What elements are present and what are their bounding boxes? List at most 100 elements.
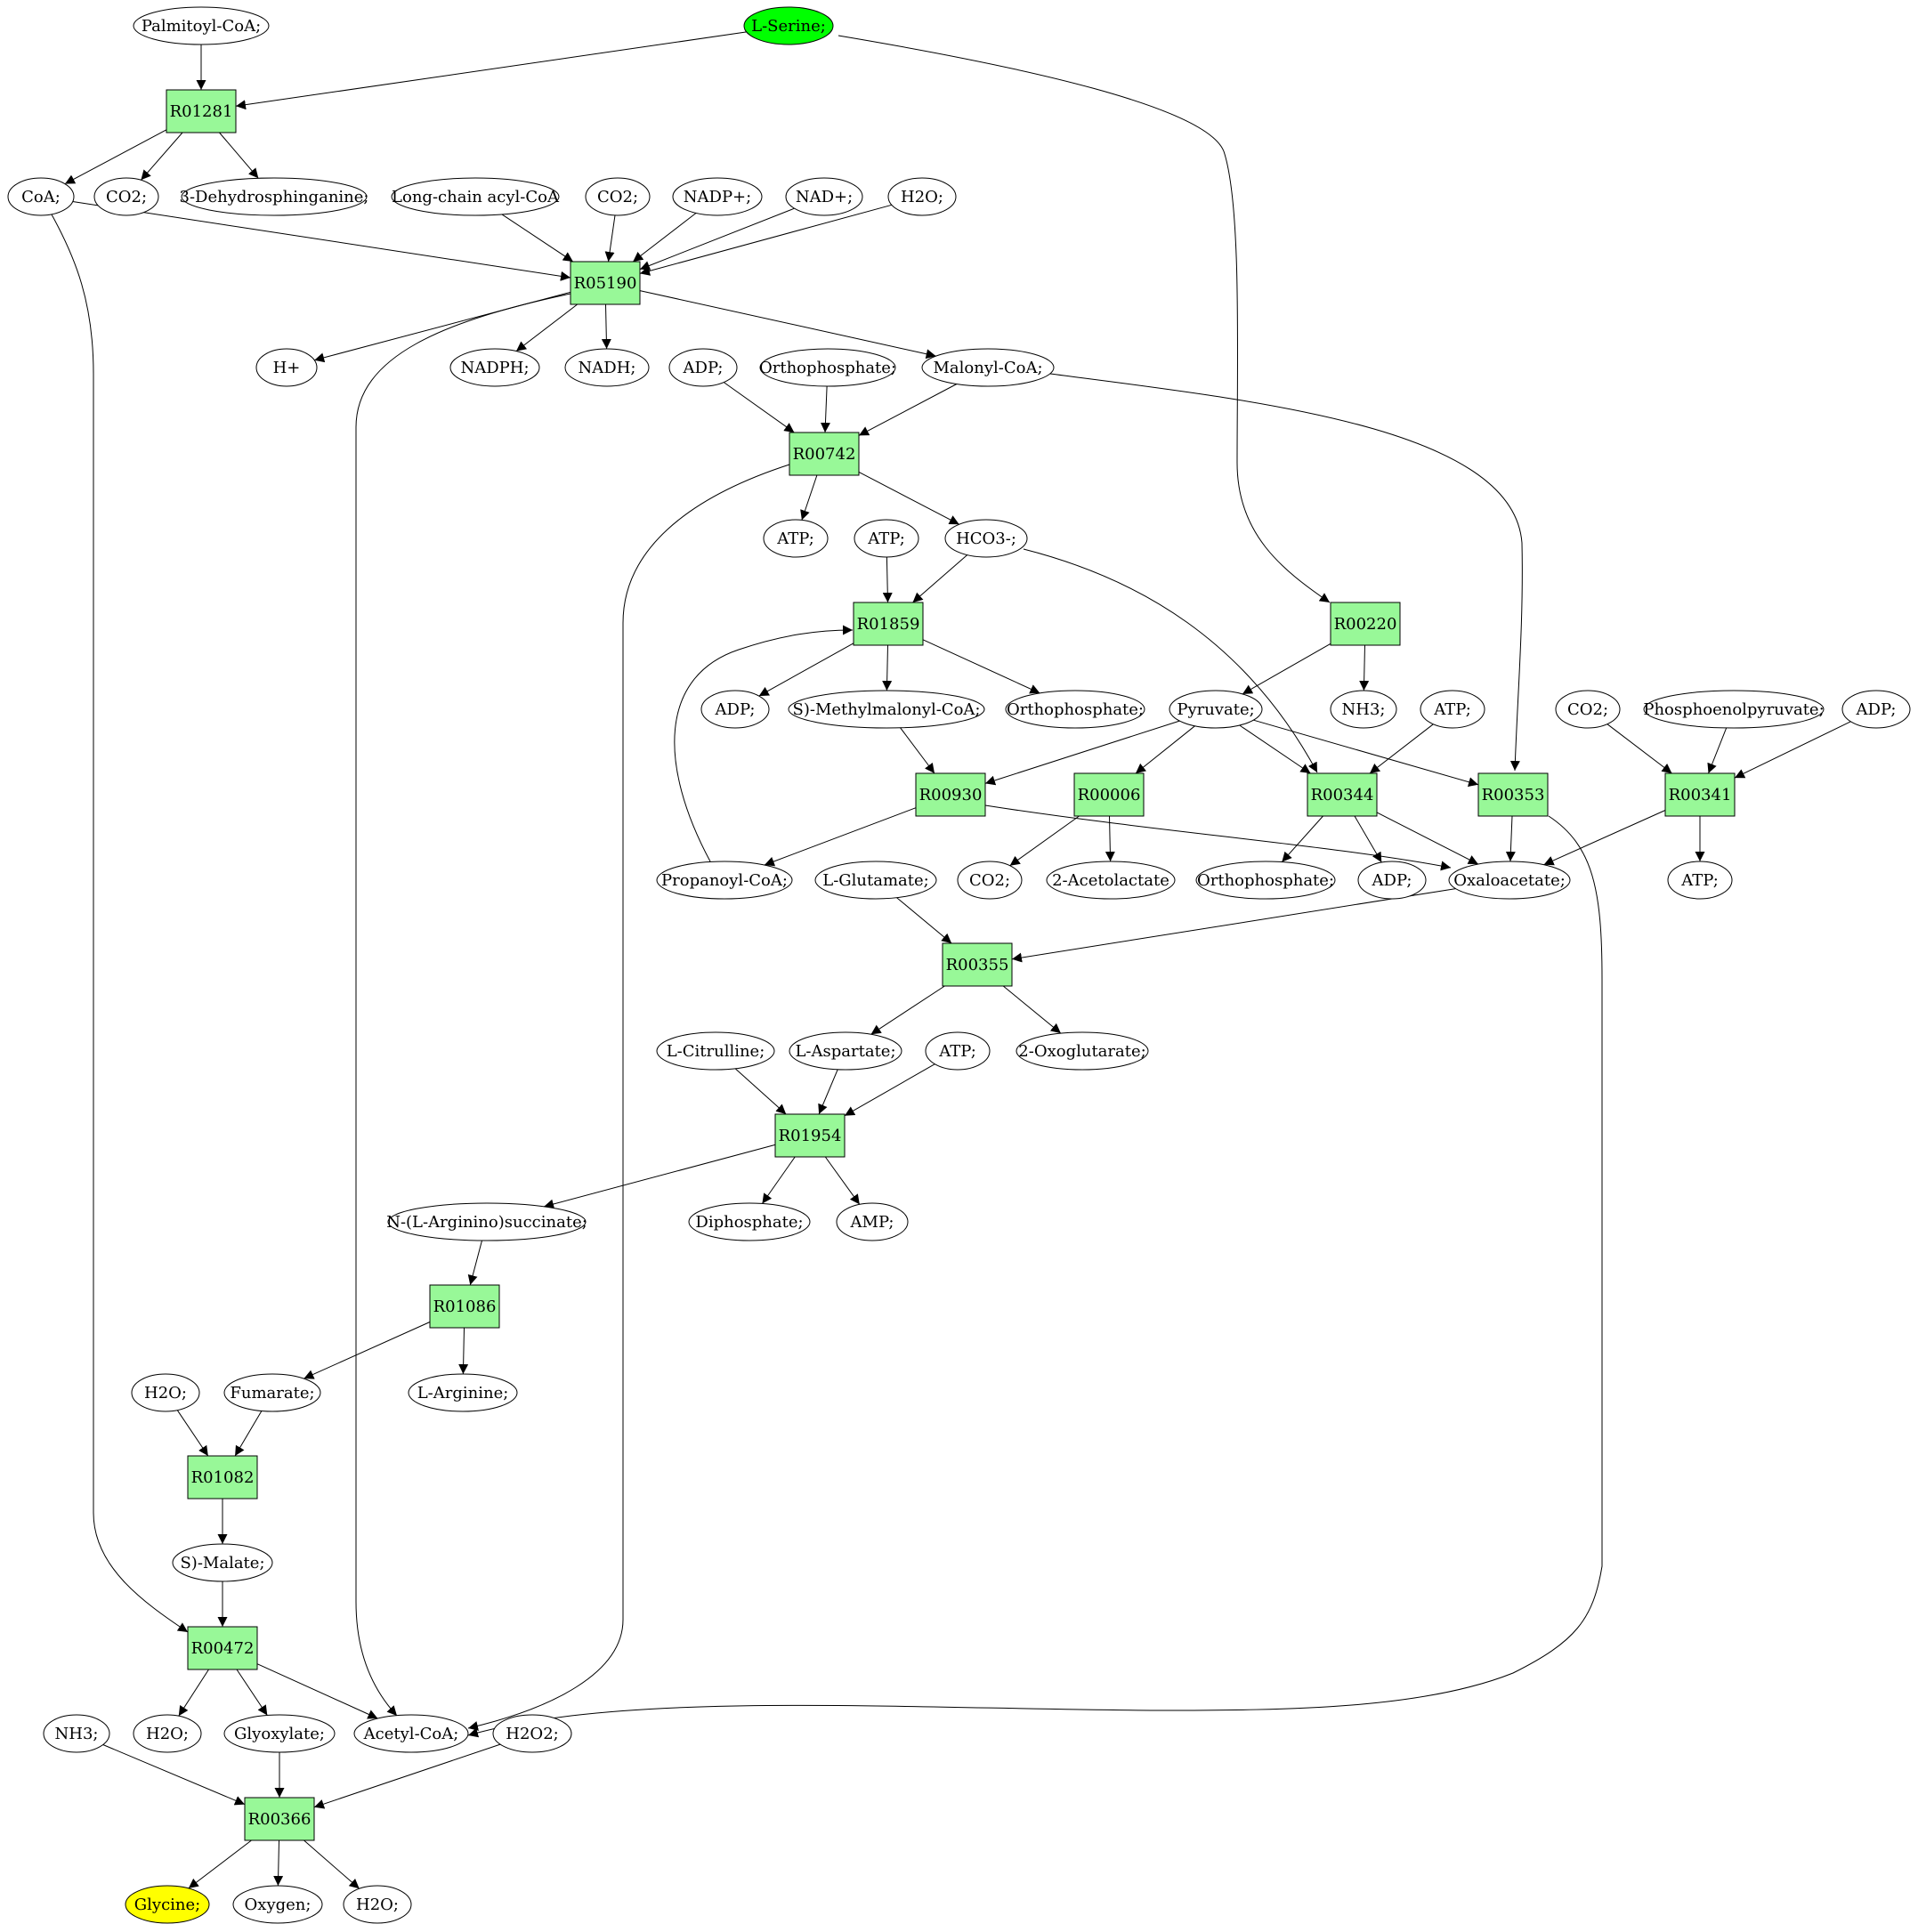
- compound-label: ATP;: [867, 529, 905, 548]
- compound-ellipse: [172, 1543, 273, 1582]
- edge-R00355-to-laspartate: [870, 985, 945, 1035]
- compound-amp: AMP;: [836, 1202, 909, 1241]
- edge-coa-to-R00472: [51, 214, 189, 1633]
- compound-label: Palmitoyl-CoA;: [142, 17, 261, 36]
- edge-R00472-to-h2o_c: [178, 1669, 209, 1717]
- compound-ellipse: [223, 1714, 336, 1753]
- compound-ellipse: [131, 1373, 200, 1412]
- compound-label: Oxaloacetate;: [1453, 871, 1566, 890]
- compound-label: CO2;: [597, 188, 638, 206]
- edge-malonylcoa-to-R00742: [858, 384, 958, 436]
- compound-label: ADP;: [1856, 700, 1897, 719]
- edge-R01859-to-methylmalonyl: [882, 644, 893, 691]
- compound-label: Acetyl-CoA;: [363, 1725, 459, 1743]
- edge-R00930-to-oxaloacetate: [984, 804, 1452, 871]
- edge-R05190-to-malonylcoa: [639, 290, 936, 360]
- reaction-label: R01954: [779, 1127, 842, 1145]
- compound-label: 3-Dehydrosphinganine;: [180, 188, 369, 206]
- compound-label: ADP;: [1372, 871, 1412, 890]
- reaction-label: R00355: [946, 956, 1009, 974]
- compound-ellipse: [1420, 690, 1485, 729]
- edge-R00930-to-propanoyl: [764, 807, 917, 867]
- compound-ellipse: [133, 6, 270, 45]
- reaction-box: [915, 772, 986, 817]
- edge-R00742-to-atp_a: [800, 474, 818, 521]
- reaction-box: [1664, 772, 1736, 817]
- edge-R00344-to-ortho_c: [1281, 815, 1323, 862]
- compound-co2_b: CO2;: [585, 177, 651, 216]
- edge-R00742-to-acetylcoa: [467, 464, 790, 1731]
- compound-label: Phosphoenolpyruvate;: [1643, 700, 1824, 719]
- compound-ellipse: [743, 6, 834, 45]
- compound-ellipse: [656, 1031, 775, 1071]
- edge-pyruvate-to-R00930: [984, 720, 1180, 786]
- edge-R00472-to-acetylcoa: [256, 1663, 378, 1719]
- compound-label: ATP;: [938, 1042, 976, 1061]
- compound-oxygen: Oxygen;: [232, 1885, 323, 1924]
- edge-pyruvate-to-R00353: [1253, 719, 1479, 788]
- edge-pep-to-R00341: [1707, 727, 1728, 774]
- compound-label: H2O;: [144, 1384, 187, 1403]
- compound-ellipse: [688, 1202, 811, 1241]
- compound-label: ATP;: [1433, 700, 1471, 719]
- compound-adp_a: ADP;: [668, 348, 738, 387]
- compound-ellipse: [763, 519, 829, 558]
- reaction-r01281: R01281: [166, 89, 237, 133]
- edge-R00341-to-oxaloacetate: [1543, 810, 1666, 866]
- compound-ellipse: [957, 861, 1023, 900]
- compound-ellipse: [255, 348, 318, 387]
- compound-ellipse: [343, 1885, 412, 1924]
- compound-lglutamate: L-Glutamate;: [814, 861, 937, 900]
- edges-layer: [51, 31, 1851, 1889]
- edge-R05190-to-nadh: [601, 303, 611, 350]
- reaction-box: [1307, 772, 1378, 817]
- compound-dehydrosphinganine: 3-Dehydrosphinganine;: [180, 177, 369, 216]
- edge-lserine-to-R01281: [235, 31, 747, 110]
- compound-label: NADPH;: [460, 359, 529, 377]
- edge-R01281-to-coa: [64, 129, 167, 185]
- compound-ortho_b: Orthophosphate;: [1005, 690, 1145, 729]
- reaction-label: R00006: [1078, 786, 1141, 804]
- compound-diphosphate: Diphosphate;: [688, 1202, 811, 1241]
- compound-ellipse: [232, 1885, 323, 1924]
- compound-label: ATP;: [776, 529, 814, 548]
- edge-arginosuccinate-to-R01086: [467, 1240, 482, 1286]
- compound-ellipse: [1016, 1031, 1149, 1071]
- reaction-box: [1330, 602, 1401, 646]
- reaction-r00742: R00742: [789, 432, 860, 476]
- compound-lcitrulline: L-Citrulline;: [656, 1031, 775, 1071]
- compound-ellipse: [1169, 690, 1263, 729]
- compound-acetylcoa: Acetyl-CoA;: [353, 1714, 469, 1753]
- reaction-box: [774, 1113, 846, 1158]
- compound-label: L-Glutamate;: [822, 871, 928, 890]
- compound-label: Malonyl-CoA;: [933, 359, 1042, 377]
- edge-R00006-to-co2_d: [1009, 815, 1080, 867]
- edge-atp_b-to-R01859: [882, 556, 893, 603]
- edge-R00355-to-oxoglutarate: [1002, 985, 1062, 1034]
- compound-co2_c: CO2;: [1555, 690, 1621, 729]
- compound-pep: Phosphoenolpyruvate;: [1643, 690, 1825, 729]
- edge-R05190-to-acetylcoa: [355, 293, 571, 1717]
- compound-label: NH3;: [55, 1725, 99, 1743]
- compound-ellipse: [788, 690, 985, 729]
- reaction-box: [570, 261, 641, 305]
- compound-label: ADP;: [715, 700, 756, 719]
- compound-ellipse: [1005, 690, 1145, 729]
- compound-label: H2O;: [146, 1725, 189, 1743]
- compound-label: CO2;: [106, 188, 147, 206]
- reaction-r01859: R01859: [853, 602, 924, 646]
- compound-atp_c: ATP;: [1420, 690, 1485, 729]
- compound-label: 2-Oxoglutarate;: [1018, 1042, 1145, 1061]
- compound-nh3_b: NH3;: [43, 1714, 110, 1753]
- reaction-r00220: R00220: [1330, 602, 1401, 646]
- compound-ellipse: [223, 1373, 321, 1412]
- edge-oxaloacetate-to-R00355: [1011, 888, 1456, 963]
- compound-ellipse: [353, 1714, 469, 1753]
- compound-ellipse: [93, 177, 159, 216]
- edge-nh3_b-to-R00366: [102, 1744, 246, 1806]
- edge-R00344-to-oxaloacetate: [1376, 812, 1479, 865]
- edge-ortho_a-to-R00742: [820, 385, 830, 433]
- compound-ellipse: [887, 177, 957, 216]
- edge-methylmalonyl-to-R00930: [900, 727, 935, 774]
